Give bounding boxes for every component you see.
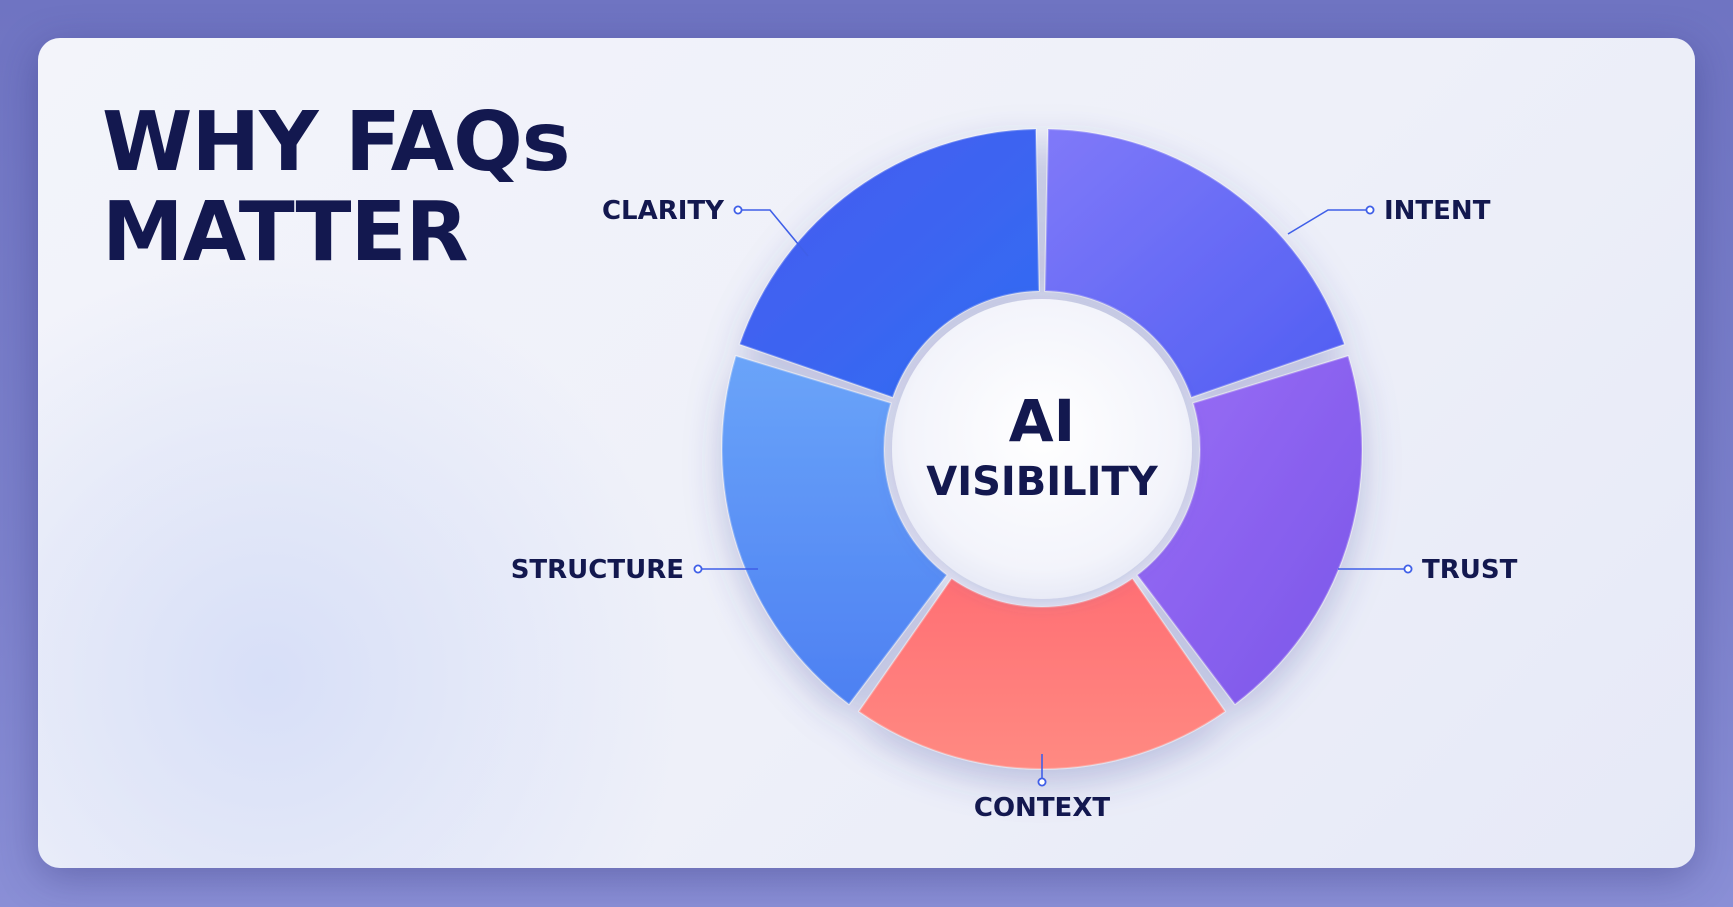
connector-dot-clarity: [733, 205, 743, 215]
connector-dot-structure: [693, 564, 703, 574]
ai-visibility-wheel: AI VISIBILITY CLARITY INTENT TRUST CONTEXT S…: [511, 128, 1518, 823]
connector-line-intent: [1287, 209, 1370, 235]
segment-trust: [1136, 354, 1363, 706]
title-line-1: WHY FAQs: [102, 95, 571, 190]
label-clarity: CLARITY: [602, 196, 725, 226]
center-label-visibility: VISIBILITY: [926, 459, 1159, 505]
segment-structure: [721, 354, 948, 706]
center-hub: [892, 299, 1192, 599]
infographic-card: WHY FAQs MATTER: [38, 38, 1695, 868]
segment-intent: [1044, 128, 1346, 399]
label-intent: INTENT: [1384, 196, 1491, 226]
connector-line-clarity: [738, 209, 809, 257]
label-trust: TRUST: [1422, 555, 1518, 585]
connector-dot-intent: [1365, 205, 1375, 215]
label-structure: STRUCTURE: [511, 555, 684, 585]
connector-dot-context: [1037, 777, 1047, 787]
segment-clarity: [738, 128, 1040, 399]
title-line-2: MATTER: [102, 185, 469, 280]
center-label-ai: AI: [1009, 387, 1075, 455]
page-title: WHY FAQs MATTER: [102, 95, 571, 280]
label-context: CONTEXT: [974, 793, 1110, 823]
connector-dot-trust: [1403, 564, 1413, 574]
segment-context: [857, 577, 1227, 770]
